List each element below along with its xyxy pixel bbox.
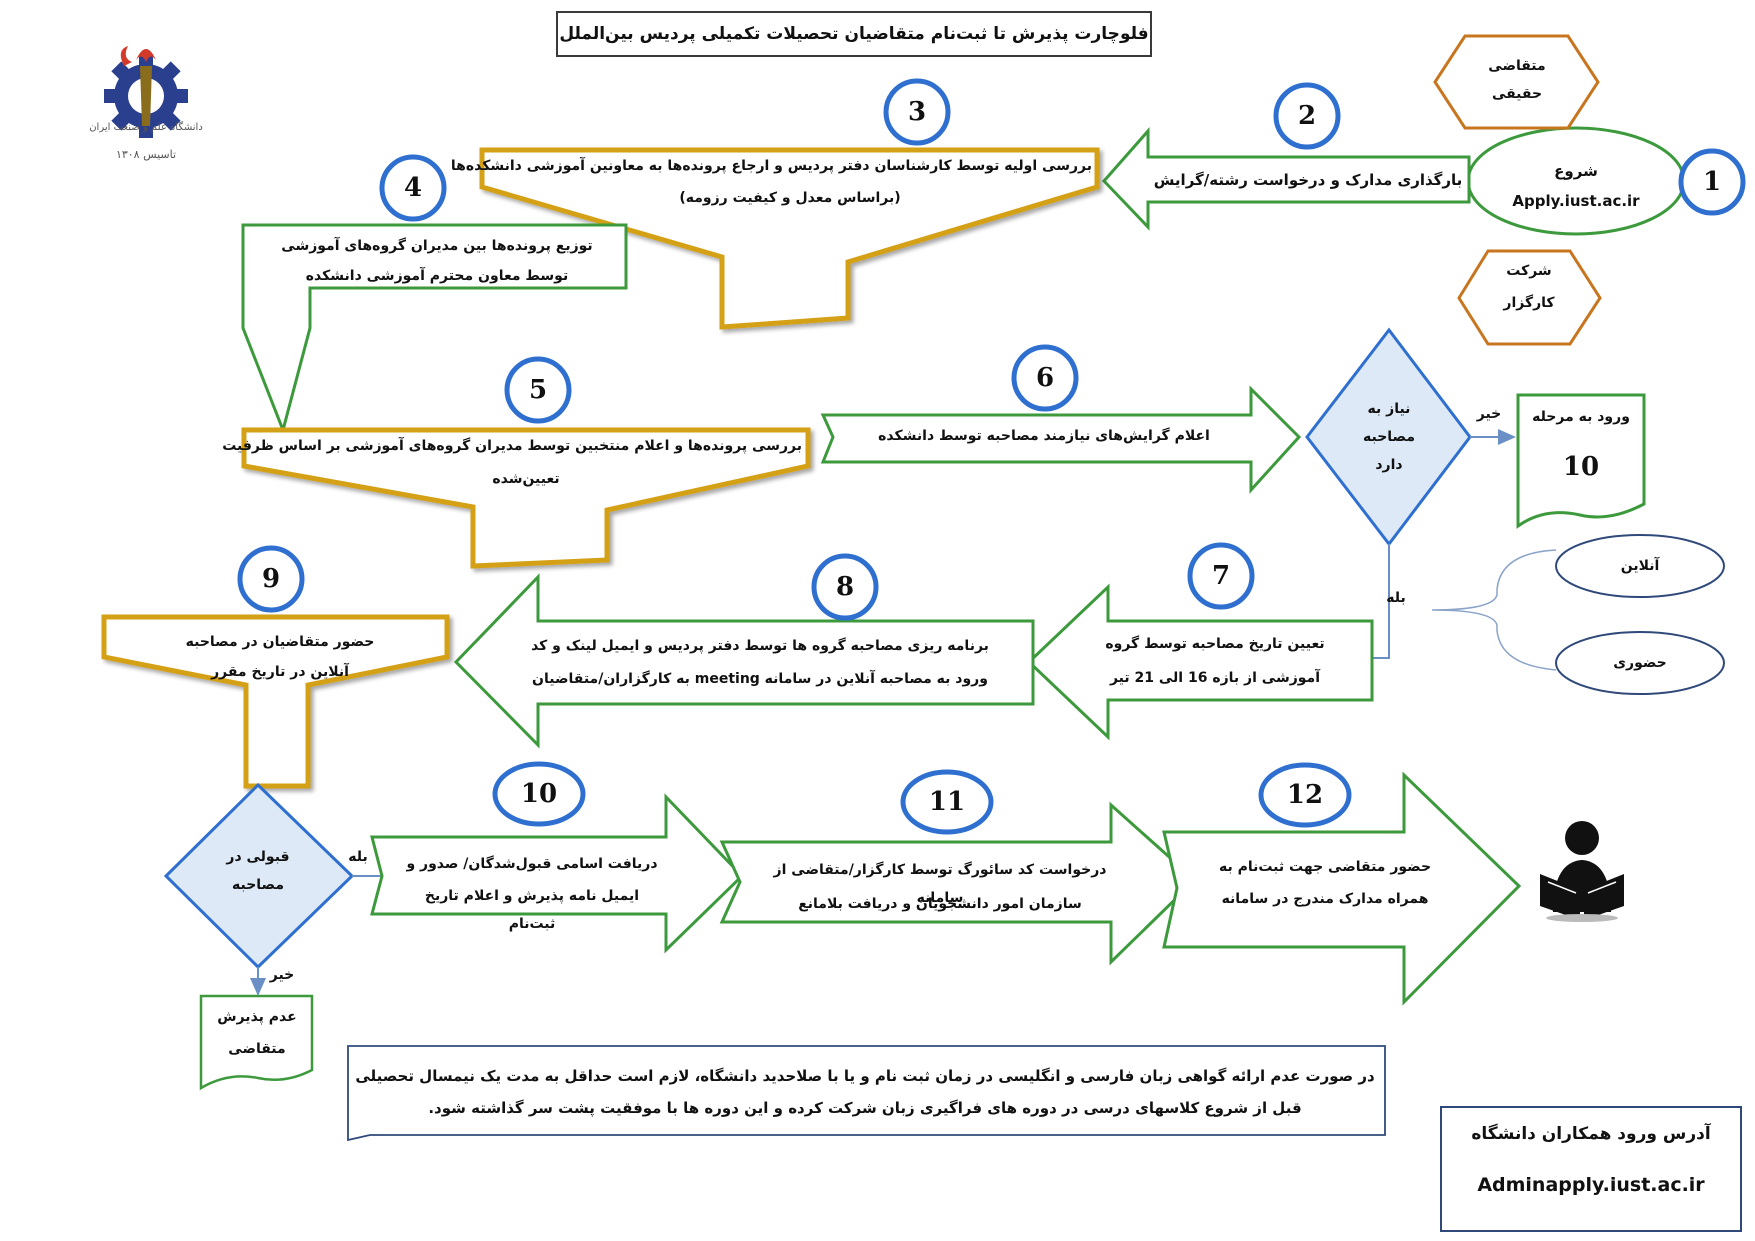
step-3-circle <box>883 78 951 146</box>
step-9-line1: حضور متقاضیان در مصاحبه <box>185 634 375 650</box>
step-9-circle <box>237 545 305 613</box>
step-6-circle <box>1011 344 1079 412</box>
step-7-circle <box>1187 542 1255 610</box>
step-number: 4 <box>403 173 423 203</box>
decision-accept-line1: قبولی در <box>226 849 290 865</box>
decision-interview-line3: دارد <box>1375 457 1403 473</box>
step-number: 2 <box>1297 101 1317 131</box>
applicant-type-hexagon <box>1433 34 1600 130</box>
step-10-arrow <box>370 793 745 954</box>
start-label: شروع <box>1554 162 1598 180</box>
goto-step10-number: 10 <box>1562 452 1600 482</box>
step-4-line2: توسط معاون محترم آموزشی دانشکده <box>305 268 569 284</box>
step-12-arrow <box>1162 771 1522 1006</box>
step-10-line2: ایمیل نامه پذیرش و اعلام تاریخ ثبت‌نام <box>424 888 640 932</box>
step-5-callout <box>241 427 811 569</box>
logo-year: تاسیس ۱۳۰۸ <box>115 148 177 161</box>
step-12-line1: حضور متقاضی جهت ثبت‌نام به <box>1218 859 1432 875</box>
language-note: در صورت عدم ارائه گواهی زبان فارسی و انگ… <box>355 1067 1375 1117</box>
decision-interview-no-label: خیر <box>1476 406 1502 422</box>
step-1-circle <box>1678 148 1746 216</box>
applicant-type-hexagon <box>1457 249 1602 346</box>
step-10-line1: دریافت اسامی قبول‌شدگان/ صدور و <box>406 856 658 872</box>
step-11-line1: درخواست کد سائورگ توسط کارگزار/متقاضی از… <box>773 862 1107 906</box>
step-7-line2: آموزشی از بازه 16 الی 21 تیر <box>1109 670 1321 686</box>
step-2-text: بارگذاری مدارک و درخواست رشته/گرایش <box>1153 171 1463 189</box>
step-11-circle <box>900 769 994 835</box>
step-8-line1: برنامه ریزی مصاحبه گروه ها توسط دفتر پرد… <box>531 638 989 654</box>
mode-inperson-ellipse <box>1555 631 1725 695</box>
mode-online-ellipse <box>1555 534 1725 598</box>
step-4-circle <box>379 154 447 222</box>
mode-online-label: آنلاین <box>1620 558 1660 574</box>
step-5-line2: تعیین‌شده <box>492 471 560 487</box>
step-3-callout <box>479 147 1100 330</box>
goto-step10-label: ورود به مرحله <box>1532 409 1630 425</box>
step-8-circle <box>811 553 879 621</box>
step-7-arrow <box>1026 583 1374 741</box>
rejection-line1: عدم پذیرش <box>217 1009 297 1025</box>
step-4-line1: توزیع پرونده‌ها بین مدیران گروه‌های آموز… <box>281 238 593 254</box>
step-12-line2: همراه مدارک مندرج در سامانه <box>1221 891 1429 907</box>
step-number: 5 <box>528 375 548 405</box>
step-number: 1 <box>1702 167 1722 197</box>
rejection-line2: متقاضی <box>228 1041 286 1057</box>
step-8-line2: ورود به مصاحبه آنلاین در سامانه meeting … <box>532 671 988 687</box>
admin-address-box: آدرس ورود همکاران دانشگاه Adminapply.ius… <box>1440 1106 1742 1232</box>
decision-accept-no-label: خیر <box>269 967 295 983</box>
step-3-subtext: (براساس معدل و کیفیت رزومه) <box>679 190 901 206</box>
step-number: 7 <box>1211 561 1231 591</box>
step-9-callout <box>101 614 450 789</box>
logo-caption: دانشگاه علم و صنعت ایران <box>89 122 203 133</box>
admin-address-title: آدرس ورود همکاران دانشگاه <box>1471 1124 1711 1144</box>
person-reading-icon <box>1540 821 1624 922</box>
step-number: 10 <box>520 779 558 809</box>
step-3-text: بررسی اولیه توسط کارشناسان دفتر پردیس و … <box>450 158 1092 174</box>
step-8-arrow <box>453 573 1035 749</box>
decision-accept-yes-label: بله <box>348 849 368 865</box>
page-title: فلوچارت پذیرش تا ثبت‌نام متقاضیان تحصیلا… <box>556 11 1152 57</box>
step-5-circle <box>504 356 572 424</box>
step-4-arrow <box>241 223 628 435</box>
step-number: 6 <box>1035 363 1055 393</box>
step-6-arrow <box>820 385 1302 494</box>
university-logo <box>104 46 188 138</box>
applicant-type-broker-line1: شرکت <box>1506 263 1552 279</box>
mode-inperson-label: حضوری <box>1613 655 1667 671</box>
note-callout <box>347 1045 1386 1142</box>
start-url: Apply.iust.ac.ir <box>1512 192 1640 210</box>
interview-modes-brace <box>1431 549 1557 671</box>
step-number: 8 <box>835 572 855 602</box>
step-11-line2: سازمان امور دانشجویان و دریافت بلامانع <box>798 896 1082 912</box>
step-number: 9 <box>261 564 281 594</box>
step-9-line2: آنلاین در تاریخ مقرر <box>211 664 349 680</box>
step-10-circle <box>492 761 586 827</box>
applicant-type-real-line1: متقاضی <box>1488 58 1546 74</box>
step-7-line1: تعیین تاریخ مصاحبه توسط گروه <box>1105 636 1325 652</box>
step-11-arrow <box>719 801 1198 966</box>
applicant-type-broker-line2: کارگزار <box>1503 295 1555 311</box>
applicant-type-real-line2: حقیقی <box>1491 86 1543 102</box>
decision-accept-line2: مصاحبه <box>231 877 284 893</box>
decision-interview-line1: نیاز به <box>1367 401 1411 417</box>
goto-step10-document <box>1516 393 1646 529</box>
step-12-circle <box>1258 762 1352 828</box>
step-6-text: اعلام گرایش‌های نیازمند مصاحبه توسط دانش… <box>878 428 1210 444</box>
step-5-line1: بررسی پرونده‌ها و اعلام منتخبین توسط مدی… <box>222 438 802 454</box>
step-2-circle <box>1273 82 1341 150</box>
step-2-arrow <box>1101 127 1471 231</box>
admin-address-url[interactable]: Adminapply.iust.ac.ir <box>1477 1174 1705 1196</box>
rejection-document <box>199 994 314 1091</box>
step-number: 3 <box>907 97 927 127</box>
decision-interview-yes-label: بله <box>1386 590 1406 606</box>
decision-interview-line2: مصاحبه <box>1362 429 1415 445</box>
step-number: 12 <box>1286 780 1324 810</box>
step-number: 11 <box>928 787 966 817</box>
